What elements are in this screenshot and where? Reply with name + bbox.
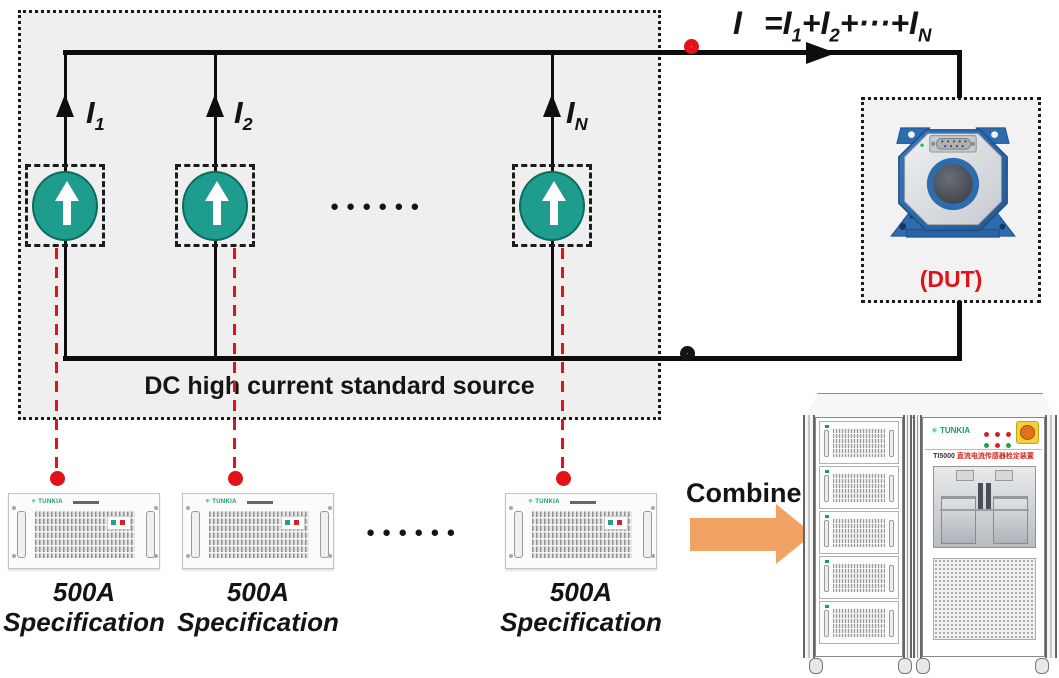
branchN-label: IN <box>566 95 588 135</box>
source2-symbol <box>182 171 248 241</box>
rack1-model-text <box>73 501 99 504</box>
drop-dot-2 <box>228 471 243 486</box>
gear-icon: ✳ <box>528 499 534 505</box>
sources-ellipsis: ●●●●●● <box>330 198 427 215</box>
caster-wheel <box>1035 658 1049 674</box>
chamber-busbar <box>986 483 991 510</box>
cabinet-module <box>819 511 899 554</box>
bottom-bus-wire <box>63 356 962 361</box>
rack2-left-handle <box>191 511 200 558</box>
cabinet-module <box>819 556 899 599</box>
drop-line-3 <box>561 248 564 470</box>
cabinet-right-rack: ✳ TUNKIA TI5000 直流电流传感器检定装置 <box>922 417 1045 657</box>
dut-caption: (DUT) <box>919 266 983 292</box>
drop-line-1 <box>55 248 58 470</box>
rack1-left-handle <box>17 511 26 558</box>
cabinet-left-rack <box>815 417 903 657</box>
source2-up-arrow-icon <box>205 181 229 201</box>
positive-terminal <box>684 39 699 54</box>
source1-dashed-box <box>25 164 105 247</box>
rack3-model-text <box>570 501 596 504</box>
gear-icon: ✳ <box>931 426 938 435</box>
rack2-right-handle <box>320 511 329 558</box>
test-chamber <box>933 466 1036 548</box>
racks-ellipsis: ●●●●●● <box>366 524 463 541</box>
branch1-label: I1 <box>86 95 105 135</box>
rack2-model-text <box>247 501 273 504</box>
drop-line-2 <box>233 248 236 470</box>
branch1-wire-bottom <box>64 240 67 358</box>
rack-instrument-1: ✳ TUNKIA <box>8 493 160 569</box>
drop-dot-1 <box>50 471 65 486</box>
chamber-busbar <box>978 483 983 510</box>
chamber-left-fixture <box>941 496 976 544</box>
branchN-wire-bottom <box>551 240 554 358</box>
rack1-right-handle <box>146 511 155 558</box>
rack2-brand-logo: ✳ TUNKIA <box>205 499 237 505</box>
branch2-label: I2 <box>234 95 253 135</box>
rack3-left-handle <box>514 511 523 558</box>
sourceN-symbol <box>519 171 585 241</box>
bus-current-arrow-icon <box>806 42 836 64</box>
negative-terminal <box>680 346 695 361</box>
formula-total-current: I <box>733 5 742 41</box>
cabinet-post-mid2 <box>913 415 922 658</box>
emergency-stop-button <box>1016 421 1039 444</box>
rack3-brand-logo: ✳ TUNKIA <box>528 499 560 505</box>
cabinet-module <box>819 601 899 644</box>
current-sum-formula: I=I1+I2+···+IN <box>733 5 932 46</box>
dut-in-wire <box>957 50 962 98</box>
cabinet-module <box>819 421 899 464</box>
source2-dashed-box <box>175 164 255 247</box>
combine-label: Combine <box>686 478 802 508</box>
cabinet-module <box>819 466 899 509</box>
gear-icon: ✳ <box>205 499 211 505</box>
rack3-display-label <box>604 516 628 530</box>
indicator-lights-row2 <box>981 435 1014 453</box>
dut-out-wire <box>957 301 962 360</box>
rack-instrument-3: ✳ TUNKIA <box>505 493 657 569</box>
top-bus-wire <box>63 50 962 55</box>
branch2-wire-bottom <box>214 240 217 358</box>
chamber-right-fixture <box>993 496 1028 544</box>
indicator-lights <box>981 424 1014 442</box>
cabinet-top-face <box>805 393 1055 418</box>
cabinet-vent-grille <box>933 558 1036 640</box>
rack3-right-handle <box>643 511 652 558</box>
cabinet-post-mid1 <box>903 415 912 658</box>
current-sensor-image <box>890 127 1016 238</box>
dut-box: (DUT) <box>861 97 1041 303</box>
combine-arrow-body <box>690 518 776 551</box>
branchN-arrow-icon <box>543 94 561 117</box>
cabinet-post-left <box>803 415 815 658</box>
rack1-display-label <box>107 516 131 530</box>
source1-symbol <box>32 171 98 241</box>
gear-icon: ✳ <box>31 499 37 505</box>
branch2-arrow-icon <box>206 94 224 117</box>
rack1-brand-logo: ✳ TUNKIA <box>31 499 63 505</box>
caster-wheel <box>898 658 912 674</box>
source-box-caption: DC high current standard source <box>144 372 535 400</box>
sourceN-dashed-box <box>512 164 592 247</box>
source1-up-arrow-icon <box>55 181 79 201</box>
cabinet-title: TI5000 直流电流传感器检定装置 <box>933 453 1034 460</box>
cabinet-post-right <box>1045 415 1057 658</box>
branch1-arrow-icon <box>56 94 74 117</box>
cabinet-brand-logo: ✳ TUNKIA <box>931 426 971 435</box>
sourceN-up-arrow-icon <box>542 181 566 201</box>
rack-instrument-2: ✳ TUNKIA <box>182 493 334 569</box>
rack2-display-label <box>281 516 305 530</box>
drop-dot-3 <box>556 471 571 486</box>
caster-wheel <box>809 658 823 674</box>
combined-cabinet: ✳ TUNKIA TI5000 直流电流传感器检定装置 <box>803 393 1057 675</box>
caster-wheel <box>916 658 930 674</box>
